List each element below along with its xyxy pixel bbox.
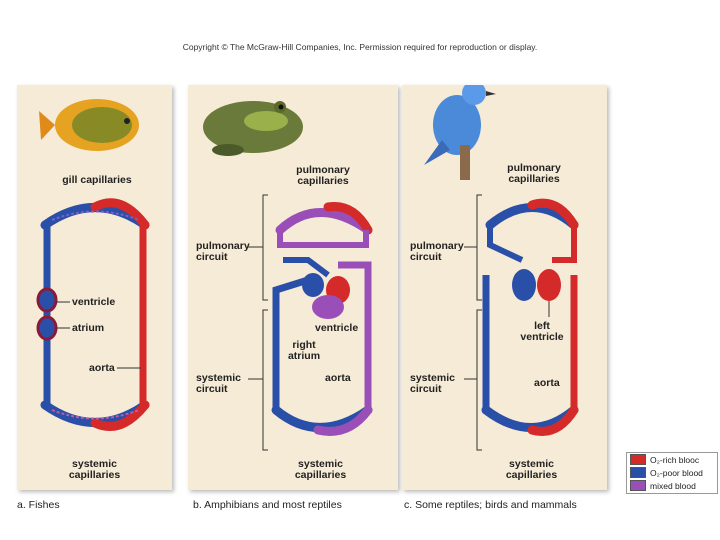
legend-o2-rich: O₂-rich blooc xyxy=(627,453,717,466)
systemic-capillary-bed xyxy=(481,405,579,436)
label-systemic-capillaries: systemic capillaries xyxy=(505,458,558,481)
label-ventricle: ventricle xyxy=(315,322,359,334)
label-systemic-circuit: systemic circuit xyxy=(410,372,455,395)
fish-ventricle xyxy=(36,287,58,313)
label-systemic-circuit: systemic circuit xyxy=(196,372,241,395)
label-aorta: aorta xyxy=(534,377,560,389)
legend-swatch xyxy=(630,454,646,465)
gill-capillary-bed xyxy=(40,198,150,230)
systemic-capillary-bed xyxy=(40,400,150,431)
frog-right-atrium xyxy=(302,273,324,297)
frog-ventricle xyxy=(312,295,344,319)
legend-swatch xyxy=(630,480,646,491)
pulmonary-capillary-bed xyxy=(485,198,579,230)
panel-birds-mammals: pulmonary capillaries pulmonary circuit … xyxy=(402,85,607,490)
legend-o2-poor: O₂-poor blood xyxy=(627,466,717,479)
label-pulmonary-circuit: pulmonary circuit xyxy=(196,240,250,263)
legend-mixed: mixed blood xyxy=(627,479,717,492)
label-right-atrium: right atrium xyxy=(287,339,321,362)
bird-illustration xyxy=(424,85,496,180)
label-pulmonary-circuit: pulmonary circuit xyxy=(410,240,464,263)
bird-circulation-diagram xyxy=(424,85,579,451)
label-ventricle: ventricle xyxy=(72,296,116,308)
label-systemic-capillaries: systemic capillaries xyxy=(294,458,347,481)
label-gill-capillaries: gill capillaries xyxy=(62,174,132,186)
panel-amphibians: pulmonary capillaries pulmonary circuit … xyxy=(188,85,398,490)
pulmonary-capillary-bed xyxy=(275,201,373,235)
fish-illustration xyxy=(39,99,139,151)
fish-atrium xyxy=(36,315,58,341)
fish-circulation-diagram xyxy=(36,99,150,431)
label-pulmonary-capillaries: pulmonary capillaries xyxy=(296,164,350,187)
label-left-ventricle: left ventricle xyxy=(520,320,564,343)
copyright-notice: Copyright © The McGraw-Hill Companies, I… xyxy=(182,42,538,52)
caption-amphibians: b. Amphibians and most reptiles xyxy=(193,499,342,511)
frog-illustration xyxy=(203,101,303,156)
amphibian-circulation-diagram xyxy=(203,101,373,451)
systemic-capillary-bed xyxy=(271,405,373,436)
caption-birds-mammals: c. Some reptiles; birds and mammals xyxy=(404,499,577,511)
label-atrium: atrium xyxy=(72,322,105,334)
color-legend: O₂-rich blooc O₂-poor blood mixed blood xyxy=(626,452,718,494)
label-systemic-capillaries: systemic capillaries xyxy=(68,458,121,481)
legend-swatch xyxy=(630,467,646,478)
label-aorta: aorta xyxy=(325,372,351,384)
label-pulmonary-capillaries: pulmonary capillaries xyxy=(507,162,561,185)
bird-right-heart xyxy=(512,269,536,301)
bird-left-heart xyxy=(537,269,561,301)
caption-fishes: a. Fishes xyxy=(17,499,60,511)
panel-fishes: gill capillaries ventricle atrium aorta … xyxy=(17,85,172,490)
label-aorta: aorta xyxy=(89,362,115,374)
